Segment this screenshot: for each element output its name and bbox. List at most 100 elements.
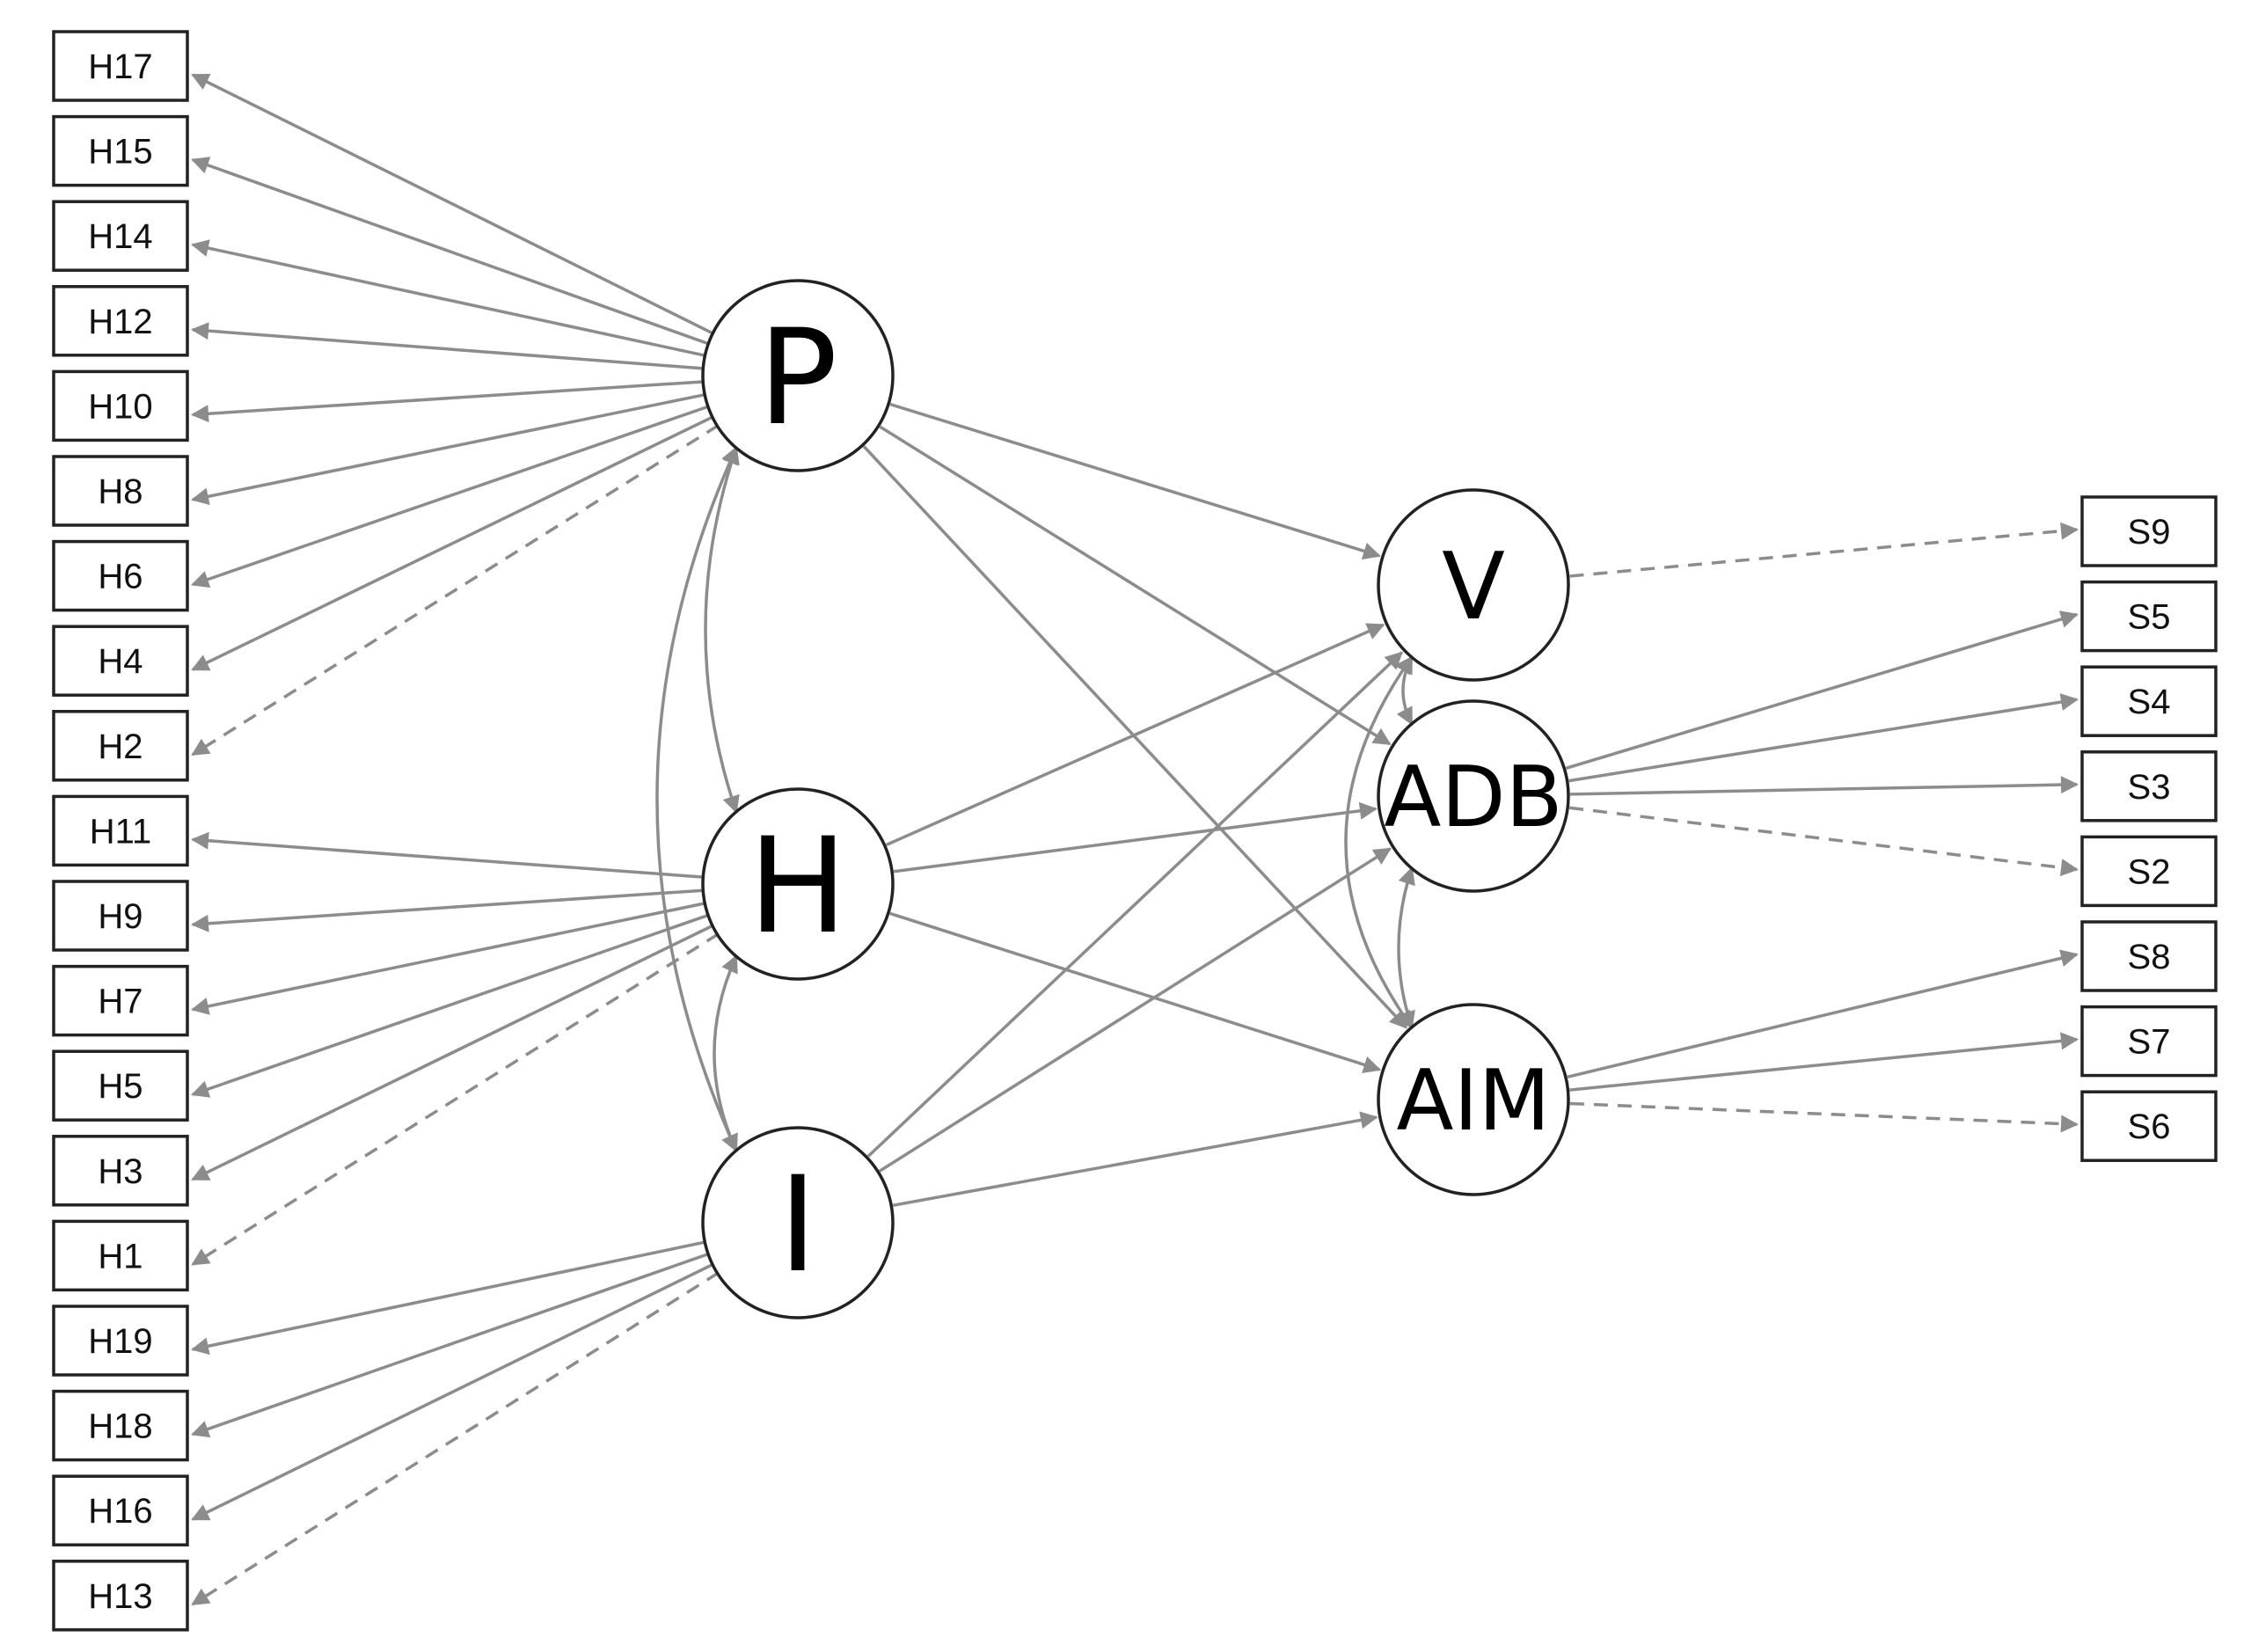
loading-i-h13: [191, 1271, 720, 1606]
indicator-label: H5: [98, 1067, 143, 1106]
loading-p-h2: [191, 423, 720, 757]
indicator-box-h19: H19: [52, 1305, 189, 1377]
loading-p-h10: [191, 380, 705, 423]
indicator-boxes-layer: H17H15H14H12H10H8H6H4H2H11H9H7H5H3H1H19H…: [52, 30, 2218, 1632]
indicator-label: H13: [88, 1577, 152, 1616]
loading-p-h6: [191, 404, 711, 588]
path-p-aim: [862, 445, 1407, 1029]
indicator-label: H4: [98, 642, 143, 681]
latent-label: AIM: [1397, 1053, 1551, 1150]
indicator-label: H2: [98, 727, 143, 766]
indicator-label: H14: [88, 217, 152, 256]
latent-node-h: H: [701, 787, 895, 981]
loading-adb-s3: [1569, 776, 2079, 796]
loading-adb-s5: [1565, 610, 2079, 770]
indicator-box-h11: H11: [52, 794, 189, 867]
path-h-v: [885, 623, 1385, 847]
indicator-label: S5: [2128, 598, 2171, 637]
indicator-label: H19: [88, 1322, 152, 1361]
latent-label: I: [778, 1149, 817, 1302]
latent-node-p: P: [701, 279, 895, 472]
indicator-box-h15: H15: [52, 114, 189, 187]
indicator-label: H18: [88, 1407, 152, 1446]
loading-aim-s6: [1569, 1101, 2079, 1133]
indicator-label: S4: [2128, 683, 2171, 721]
path-h-adb: [893, 801, 1378, 874]
indicator-box-h18: H18: [52, 1389, 189, 1462]
indicator-box-h2: H2: [52, 710, 189, 782]
latent-node-aim: AIM: [1377, 1003, 1570, 1196]
indicator-box-s4: S4: [2080, 665, 2218, 737]
path-h-aim: [889, 911, 1382, 1074]
loading-i-h19: [191, 1240, 707, 1356]
indicator-label: S9: [2128, 513, 2171, 552]
indicator-label: S3: [2128, 768, 2171, 807]
indicator-label: H15: [88, 133, 152, 172]
indicator-box-h8: H8: [52, 455, 189, 527]
indicator-box-s8: S8: [2080, 920, 2218, 992]
loading-i-h18: [191, 1252, 711, 1438]
indicator-box-h4: H4: [52, 625, 189, 697]
loading-p-h8: [191, 392, 707, 506]
edges-layer: [191, 73, 2079, 1606]
path-p-v: [889, 402, 1381, 560]
path-p-adb: [879, 425, 1392, 746]
latent-label: ADB: [1384, 749, 1562, 846]
indicator-label: H10: [88, 387, 152, 426]
path-i-v: [866, 651, 1404, 1158]
path-i-adb: [879, 847, 1392, 1173]
loading-p-h12: [191, 322, 705, 370]
indicator-label: H12: [88, 303, 152, 341]
indicator-box-h14: H14: [52, 200, 189, 272]
indicator-box-s6: S6: [2080, 1090, 2218, 1162]
indicator-box-h9: H9: [52, 880, 189, 952]
loading-p-h15: [191, 157, 711, 347]
indicator-label: H3: [98, 1152, 143, 1191]
indicator-label: S6: [2128, 1107, 2171, 1146]
indicator-box-h1: H1: [52, 1219, 189, 1292]
loading-v-s9: [1569, 522, 2079, 578]
indicator-box-s5: S5: [2080, 580, 2218, 653]
latent-label: V: [1442, 533, 1505, 640]
indicator-box-s3: S3: [2080, 750, 2218, 822]
indicator-label: H1: [98, 1237, 143, 1276]
latent-node-adb: ADB: [1377, 699, 1570, 893]
loading-h-h1: [191, 932, 720, 1266]
indicator-label: S2: [2128, 852, 2171, 891]
loading-adb-s4: [1568, 693, 2079, 783]
latent-label: P: [758, 302, 837, 455]
loading-p-h4: [191, 414, 715, 671]
loading-aim-s7: [1569, 1032, 2079, 1092]
indicator-box-h10: H10: [52, 369, 189, 442]
loading-h-h3: [191, 923, 715, 1181]
indicator-box-s9: S9: [2080, 495, 2218, 567]
indicator-box-s2: S2: [2080, 835, 2218, 908]
indicator-box-s7: S7: [2080, 1005, 2218, 1078]
loading-adb-s2: [1568, 806, 2079, 877]
loading-h-h11: [191, 831, 705, 879]
covariance-adb-aim: [1397, 866, 1415, 1029]
latent-node-i: I: [701, 1126, 895, 1319]
covariance-p-h: [704, 446, 740, 814]
latent-label: H: [749, 810, 848, 963]
indicator-label: H17: [88, 48, 152, 86]
indicator-label: H16: [88, 1492, 152, 1531]
path-i-aim: [892, 1111, 1378, 1207]
latent-nodes-layer: P H I V ADB AIM: [701, 279, 1570, 1319]
indicator-label: H7: [98, 983, 143, 1021]
indicator-label: S7: [2128, 1023, 2171, 1062]
indicator-label: S8: [2128, 938, 2171, 976]
loading-p-h17: [191, 73, 715, 336]
indicator-label: H8: [98, 472, 143, 511]
latent-node-v: V: [1377, 488, 1570, 682]
loading-p-h14: [191, 239, 707, 358]
indicator-box-h3: H3: [52, 1135, 189, 1207]
indicator-box-h16: H16: [52, 1474, 189, 1546]
indicator-label: H11: [90, 812, 151, 851]
loading-h-h7: [191, 901, 707, 1015]
indicator-box-h17: H17: [52, 30, 189, 102]
covariance-v-aim: [1344, 655, 1414, 1029]
loading-h-h9: [191, 888, 705, 932]
indicator-box-h7: H7: [52, 964, 189, 1037]
